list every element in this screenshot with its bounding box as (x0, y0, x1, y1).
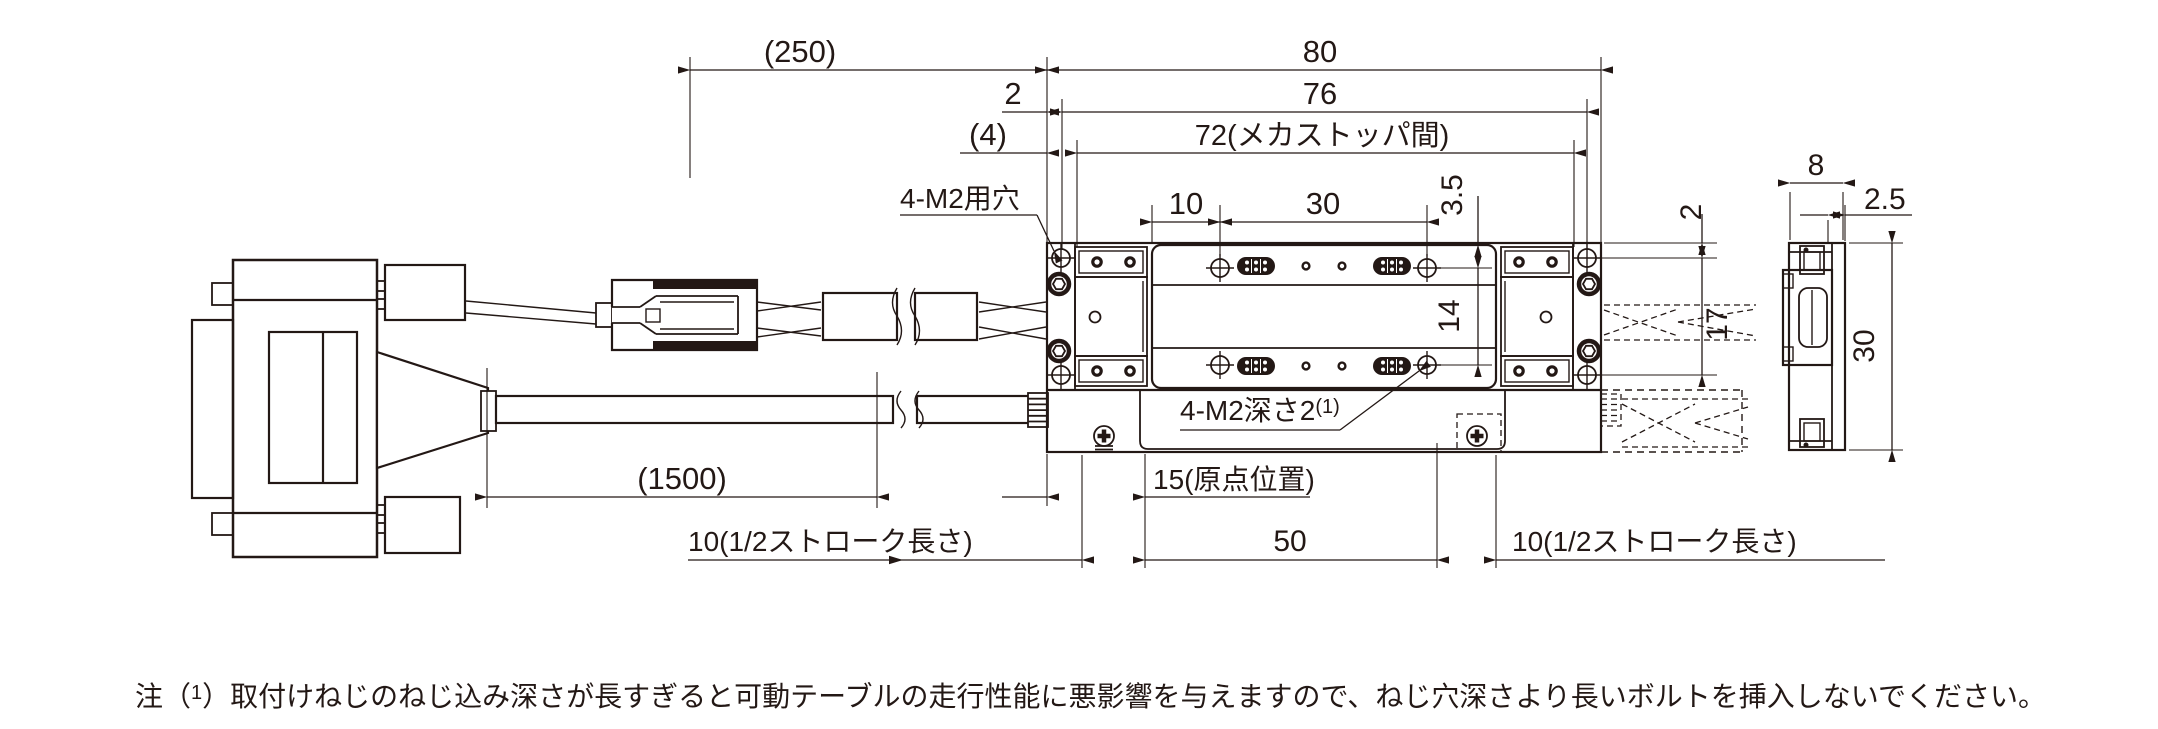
side-view: 8 2.5 30 (1777, 149, 1912, 463)
dim-side-plate-offset: 2.5 (1864, 183, 1906, 216)
table-slots (1236, 256, 1412, 376)
strain-relief (1027, 392, 1049, 428)
dsub-power-clamp (383, 495, 462, 555)
label-tapped-holes: 4-M2深さ2(1) (1180, 395, 1340, 426)
moving-table (1150, 243, 1498, 390)
tube-break-mark (909, 287, 921, 346)
dsub-connector (190, 258, 467, 559)
dim-end-hole-edge-y: 2 (1675, 204, 1708, 221)
dim-body-length: 80 (1303, 34, 1337, 69)
dim-side-height: 30 (1848, 329, 1881, 362)
signal-branch (465, 278, 1047, 352)
base-section (1094, 390, 1506, 453)
dim-end-hole-pitch-y: 17 (1701, 307, 1734, 340)
dim-table-hole-pitch-y: 14 (1433, 299, 1466, 332)
side-table-profile (1781, 268, 1834, 367)
dim-stopper-span: 72(メカストッパ間) (1195, 120, 1450, 152)
dim-table-hole-pitch: 30 (1306, 186, 1340, 221)
dimensions-top: (250) 80 2 76 (4) 72(メカストッパ間) 10 30 (677, 34, 1614, 256)
dim-stopper-edge-x: (4) (969, 117, 1007, 152)
dsub-top-ear (211, 282, 234, 306)
dim-home-position: 15(原点位置) (1153, 464, 1315, 495)
mounting-plates (1074, 246, 1574, 387)
dimensions-vertical-main: 3.5 14 2 17 (1433, 174, 1734, 388)
phantom-screw-outline (1456, 413, 1502, 453)
dsub-signal-clamp (383, 263, 467, 322)
dim-half-stroke-left: 10(1/2ストローク長さ) (688, 526, 973, 557)
phantom-cable-exit (1600, 304, 1757, 453)
dim-side-depth: 8 (1808, 149, 1825, 182)
wire-fan-left (756, 301, 822, 338)
corrugated-tube (821, 287, 979, 346)
dim-table-hole-edge: 10 (1169, 186, 1203, 221)
table-pin-holes (1301, 261, 1347, 371)
cable-break-mark (896, 390, 906, 429)
cable-boot (375, 350, 490, 470)
wire-fan-right (978, 301, 1047, 340)
footnote-text: 注（1）取付けねじのねじ込み深さが長すぎると可動テーブルの走行性能に悪影響を与え… (135, 681, 2046, 712)
side-bottom-screw (1799, 418, 1825, 448)
cable-break-mark (914, 390, 924, 429)
dsub-bottom-ear (211, 512, 234, 536)
dimensions-bottom: (1500) 15(原点位置) 10(1/2ストローク長さ) 50 10(1/2… (474, 368, 1885, 568)
tube-break-mark (891, 287, 903, 346)
phantom-wire-fan (1603, 304, 1757, 341)
main-cable (375, 350, 1049, 470)
inline-connector (595, 278, 759, 352)
dim-half-stroke-right: 10(1/2ストローク長さ) (1512, 526, 1797, 557)
dim-table-hole-edge-y: 3.5 (1436, 174, 1469, 216)
label-through-holes: 4-M2用穴 (900, 183, 1020, 214)
dim-cable-free: (250) (764, 34, 836, 69)
dim-table-length: 50 (1273, 525, 1306, 558)
hole-callouts: 4-M2用穴 4-M2深さ2(1) (900, 183, 1431, 431)
actuator-body-top-view (1045, 241, 1603, 454)
dim-hole-span-x: 76 (1303, 76, 1337, 111)
dim-hole-edge-x: 2 (1004, 76, 1021, 111)
end-blocks (1074, 276, 1574, 357)
dim-cable-length: (1500) (637, 461, 727, 496)
